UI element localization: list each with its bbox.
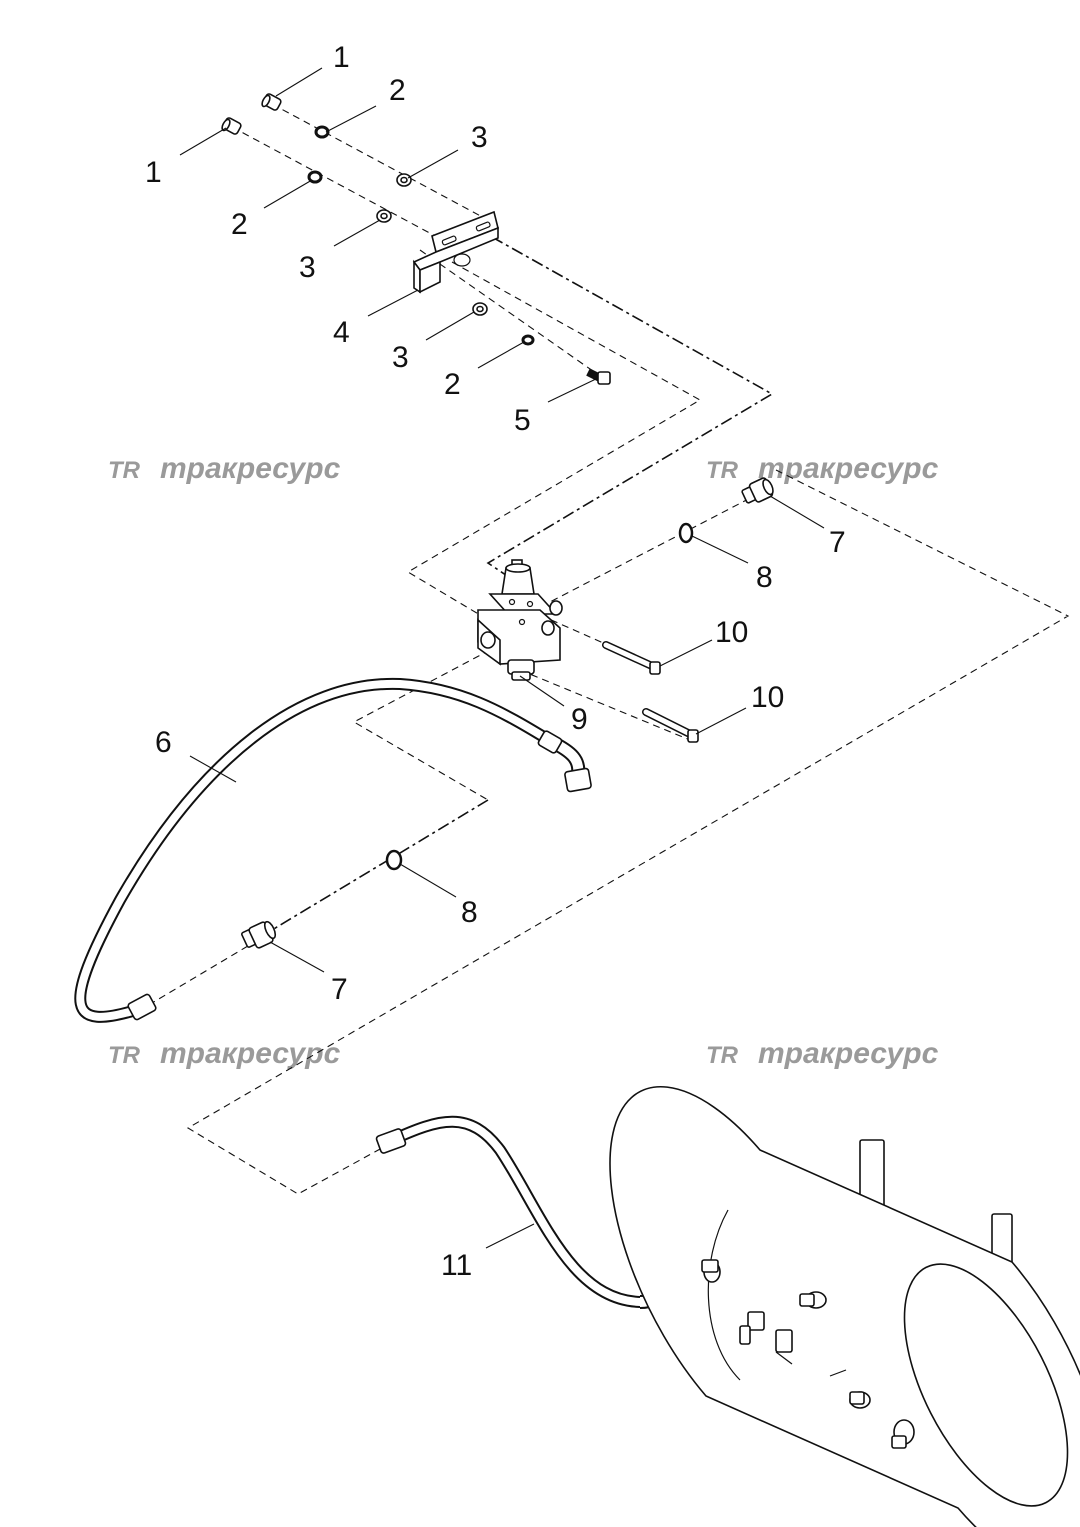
watermark-logo: TR (706, 457, 739, 484)
part-2-washer (307, 125, 535, 346)
watermark-bottom-right: TR тракресурс (706, 1037, 939, 1070)
tank-fitting (849, 1391, 871, 1409)
callout-2: 2 (231, 208, 248, 241)
callout-8: 8 (461, 896, 478, 929)
watermark-logo: TR (108, 457, 141, 484)
tank-fitting (891, 1419, 915, 1449)
part-3-washer (376, 173, 488, 316)
callout-8: 8 (756, 561, 773, 594)
callout-3: 3 (299, 251, 316, 284)
watermark-top-left: TR тракресурс (108, 452, 341, 485)
tank-fitting (799, 1291, 827, 1309)
callout-6: 6 (155, 726, 172, 759)
callout-7: 7 (331, 973, 348, 1006)
watermark-text: тракресурс (160, 1037, 341, 1070)
part-4-bracket (412, 210, 499, 294)
part-10-bolt (602, 641, 661, 675)
callout-3: 3 (471, 121, 488, 154)
callout-3: 3 (392, 341, 409, 374)
callout-1: 1 (145, 156, 162, 189)
callout-10: 10 (751, 681, 784, 714)
watermark-bottom-left: TR тракресурс (108, 1037, 341, 1070)
tank-fitting (701, 1259, 721, 1283)
air-tank (609, 1086, 1080, 1527)
callout-1: 1 (333, 41, 350, 74)
watermark-logo: TR (108, 1042, 141, 1069)
part-1-sleeve (261, 93, 282, 111)
callout-10: 10 (715, 616, 748, 649)
watermark-text: тракресурс (758, 1037, 939, 1070)
watermark-top-right: TR тракресурс (706, 452, 939, 485)
part-7-fitting (741, 477, 774, 504)
callout-2: 2 (444, 368, 461, 401)
part-10-bolt (642, 708, 699, 743)
callout-11: 11 (441, 1249, 472, 1282)
callout-2: 2 (389, 74, 406, 107)
callout-9: 9 (571, 703, 588, 736)
tank-drain-valve (739, 1311, 847, 1377)
part-8-o-ring (385, 522, 694, 871)
part-6-hose (74, 677, 592, 1023)
part-1-sleeve (221, 117, 242, 135)
callout-7: 7 (829, 526, 846, 559)
part-5-bolt (586, 368, 611, 385)
leader-lines (179, 67, 825, 1249)
callouts: 1 1 2 2 2 3 3 3 4 5 6 7 7 8 8 9 10 10 11 (145, 41, 846, 1282)
watermark-text: тракресурс (160, 452, 341, 485)
callout-5: 5 (514, 404, 531, 437)
callout-4: 4 (333, 316, 350, 349)
watermark-text: тракресурс (758, 452, 939, 485)
watermark-logo: TR (706, 1042, 739, 1069)
part-9-valve (477, 559, 563, 681)
part-7-fitting (241, 920, 277, 949)
